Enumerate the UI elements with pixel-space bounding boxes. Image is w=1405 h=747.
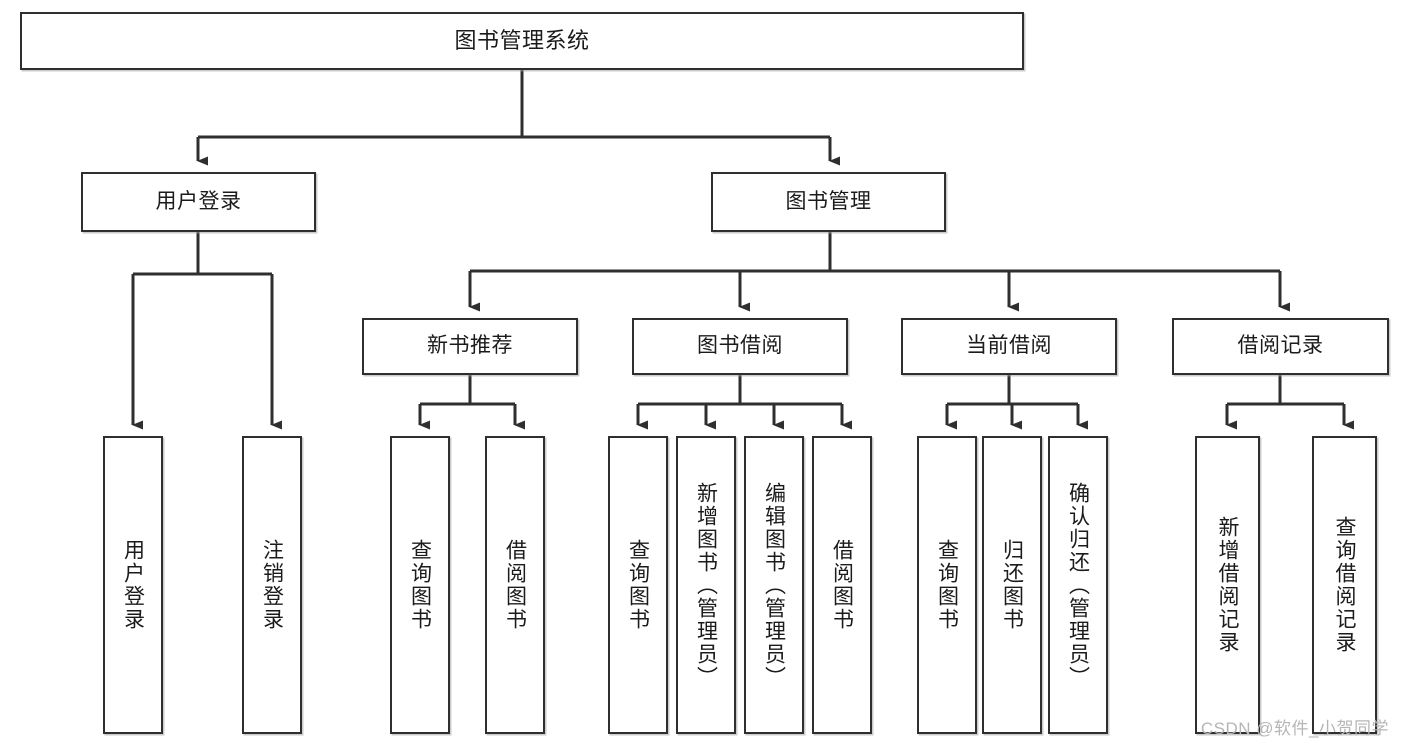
node-leaf-book-borrow-query[interactable]: 查询图书 bbox=[608, 436, 668, 734]
node-leaf-book-borrow-lend-label: 借阅图书 bbox=[830, 539, 854, 631]
node-new-book-recommend-label: 新书推荐 bbox=[427, 334, 513, 358]
node-leaf-user-login-signout-label: 注销登录 bbox=[260, 539, 284, 631]
node-root-system-label: 图书管理系统 bbox=[454, 28, 590, 54]
node-new-book-recommend[interactable]: 新书推荐 bbox=[362, 318, 578, 375]
node-leaf-current-borrow-query[interactable]: 查询图书 bbox=[917, 436, 977, 734]
node-leaf-new-book-query-label: 查询图书 bbox=[408, 539, 432, 631]
node-leaf-current-borrow-return[interactable]: 归还图书 bbox=[982, 436, 1042, 734]
node-leaf-current-borrow-query-label: 查询图书 bbox=[935, 539, 959, 631]
node-book-management[interactable]: 图书管理 bbox=[711, 172, 946, 232]
node-leaf-user-login-signin-label: 用户登录 bbox=[121, 539, 145, 631]
node-leaf-book-borrow-edit[interactable]: 编辑图书（管理员） bbox=[744, 436, 804, 734]
node-book-management-label: 图书管理 bbox=[785, 189, 872, 213]
node-leaf-book-borrow-add-label: 新增图书（管理员） bbox=[694, 481, 718, 689]
watermark-text: CSDN @软件_小贺同学 bbox=[1200, 719, 1389, 738]
node-borrow-record[interactable]: 借阅记录 bbox=[1172, 318, 1389, 375]
node-leaf-borrow-record-add-label: 新增借阅记录 bbox=[1216, 516, 1239, 654]
node-borrow-record-label: 借阅记录 bbox=[1237, 334, 1324, 358]
node-leaf-book-borrow-edit-label: 编辑图书（管理员） bbox=[762, 481, 786, 689]
node-leaf-borrow-record-add[interactable]: 新增借阅记录 bbox=[1195, 436, 1260, 734]
node-current-borrow-label: 当前借阅 bbox=[966, 334, 1052, 358]
node-user-login-label: 用户登录 bbox=[155, 189, 242, 213]
node-root-system[interactable]: 图书管理系统 bbox=[20, 12, 1024, 70]
node-book-borrow[interactable]: 图书借阅 bbox=[632, 318, 848, 375]
node-leaf-user-login-signout[interactable]: 注销登录 bbox=[242, 436, 302, 734]
node-leaf-current-borrow-return-label: 归还图书 bbox=[1000, 539, 1024, 631]
node-leaf-current-borrow-confirm[interactable]: 确认归还（管理员） bbox=[1048, 436, 1108, 734]
node-leaf-book-borrow-lend[interactable]: 借阅图书 bbox=[812, 436, 872, 734]
node-book-borrow-label: 图书借阅 bbox=[697, 334, 783, 358]
node-current-borrow[interactable]: 当前借阅 bbox=[901, 318, 1117, 375]
node-leaf-book-borrow-query-label: 查询图书 bbox=[626, 539, 650, 631]
node-user-login[interactable]: 用户登录 bbox=[81, 172, 316, 232]
node-leaf-user-login-signin[interactable]: 用户登录 bbox=[103, 436, 163, 734]
node-leaf-borrow-record-query[interactable]: 查询借阅记录 bbox=[1312, 436, 1377, 734]
node-leaf-borrow-record-query-label: 查询借阅记录 bbox=[1333, 516, 1356, 654]
node-leaf-new-book-borrow-label: 借阅图书 bbox=[503, 539, 527, 631]
node-leaf-book-borrow-add[interactable]: 新增图书（管理员） bbox=[676, 436, 736, 734]
node-leaf-current-borrow-confirm-label: 确认归还（管理员） bbox=[1066, 481, 1090, 689]
node-leaf-new-book-query[interactable]: 查询图书 bbox=[390, 436, 450, 734]
node-leaf-new-book-borrow[interactable]: 借阅图书 bbox=[485, 436, 545, 734]
